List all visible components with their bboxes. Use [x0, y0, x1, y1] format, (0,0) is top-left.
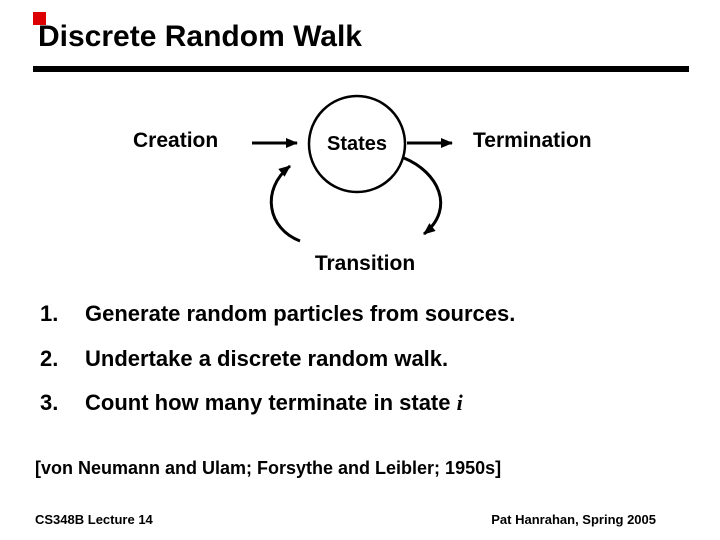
step-number: 1.: [40, 301, 59, 326]
list-item-1: 1. Generate random particles from sources…: [40, 301, 680, 326]
termination-label: Termination: [473, 129, 592, 152]
step-text: Generate random particles from sources.: [85, 301, 516, 326]
list-item-2: 2. Undertake a discrete random walk.: [40, 346, 680, 371]
step-text: Undertake a discrete random walk.: [85, 346, 449, 371]
step-number: 2.: [40, 346, 59, 371]
states-label: States: [326, 133, 388, 155]
list-item-3: 3. Count how many terminate in state i: [40, 390, 680, 415]
state-index-variable: i: [456, 390, 463, 415]
citation-line: [von Neumann and Ulam; Forsythe and Leib…: [35, 458, 502, 478]
transition-loop-right-arrow: [403, 156, 443, 236]
transition-label: Transition: [314, 252, 416, 275]
footer-course-label: CS348B Lecture 14: [35, 512, 153, 527]
red-square-decoration: [33, 12, 46, 25]
page-title: Discrete Random Walk: [38, 20, 362, 53]
step-text: Count how many terminate in state: [85, 390, 457, 415]
creation-label: Creation: [133, 129, 219, 152]
transition-loop-left-arrow: [269, 164, 301, 243]
title-underline: [33, 66, 689, 72]
footer-credit-label: Pat Hanrahan, Spring 2005: [491, 512, 656, 527]
step-number: 3.: [40, 390, 59, 415]
